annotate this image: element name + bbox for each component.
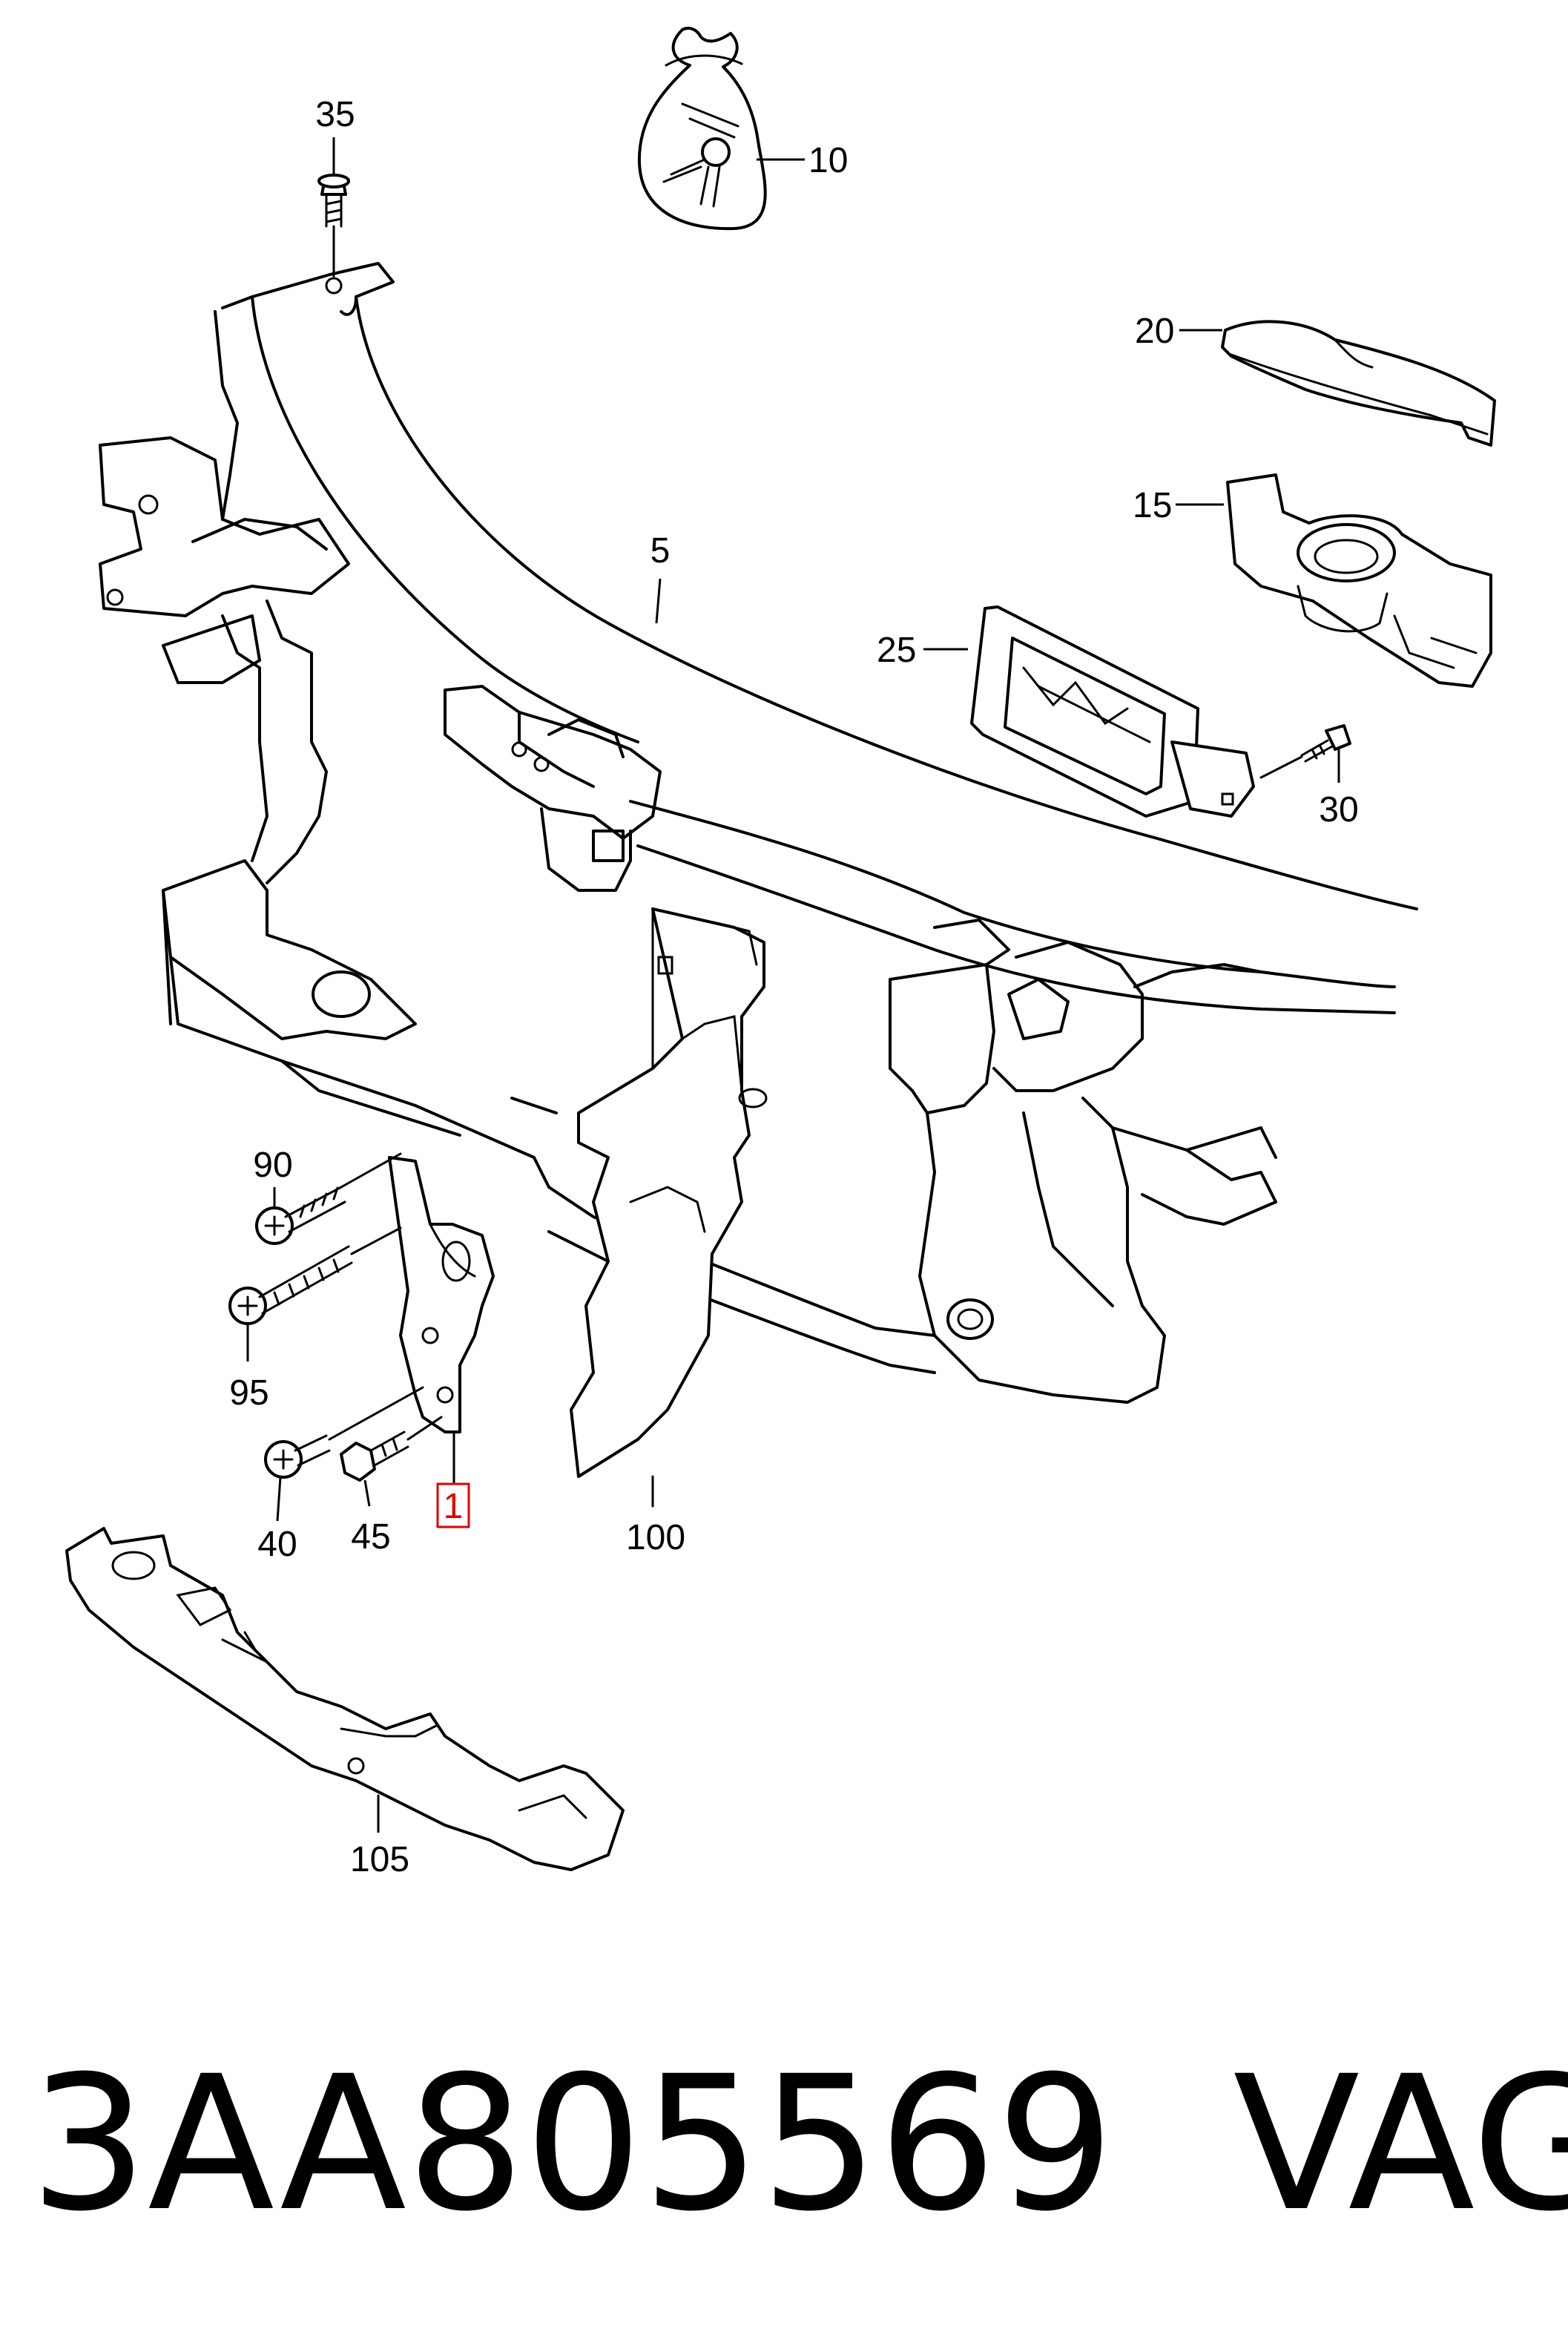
part-15-air-guide bbox=[1226, 473, 1492, 688]
part-90-bolt bbox=[255, 1152, 402, 1245]
part-1-bracket bbox=[388, 1156, 495, 1433]
callout-leaders bbox=[246, 137, 1340, 1833]
callout-35: 35 bbox=[315, 95, 355, 134]
part-40-bolt bbox=[264, 1386, 424, 1479]
callout-10: 10 bbox=[808, 141, 848, 180]
part-25-vent-frame bbox=[970, 605, 1255, 818]
callout-105: 105 bbox=[350, 1840, 409, 1879]
callout-1: 1 bbox=[444, 1487, 464, 1526]
part-5-lock-carrier bbox=[99, 262, 1418, 1404]
part-number: 3AA805569 bbox=[30, 2036, 1115, 2252]
part-number-footer: 3AA805569 VAG bbox=[30, 2033, 1568, 2256]
callout-90: 90 bbox=[253, 1146, 292, 1185]
callout-95: 95 bbox=[229, 1373, 269, 1413]
callout-20: 20 bbox=[1135, 312, 1174, 351]
part-95-bolt bbox=[228, 1226, 402, 1325]
part-100-air-guide bbox=[570, 907, 768, 1508]
part-105-air-guide bbox=[65, 1527, 625, 1871]
callout-100: 100 bbox=[626, 1518, 685, 1557]
part-20-air-duct bbox=[1221, 320, 1496, 447]
part-30-screw bbox=[1259, 724, 1351, 779]
callout-15: 15 bbox=[1133, 486, 1172, 525]
part-10-screw-bag bbox=[637, 27, 767, 231]
callout-45: 45 bbox=[351, 1517, 390, 1557]
part-45-bolt bbox=[340, 1416, 443, 1482]
callout-30: 30 bbox=[1319, 790, 1358, 830]
brand-name: VAG bbox=[1233, 2036, 1568, 2252]
callout-5: 5 bbox=[650, 531, 671, 571]
callout-40: 40 bbox=[257, 1525, 297, 1564]
callout-1-highlight-box bbox=[436, 1482, 470, 1528]
part-35-bolt bbox=[317, 174, 350, 277]
callout-25: 25 bbox=[877, 631, 916, 670]
